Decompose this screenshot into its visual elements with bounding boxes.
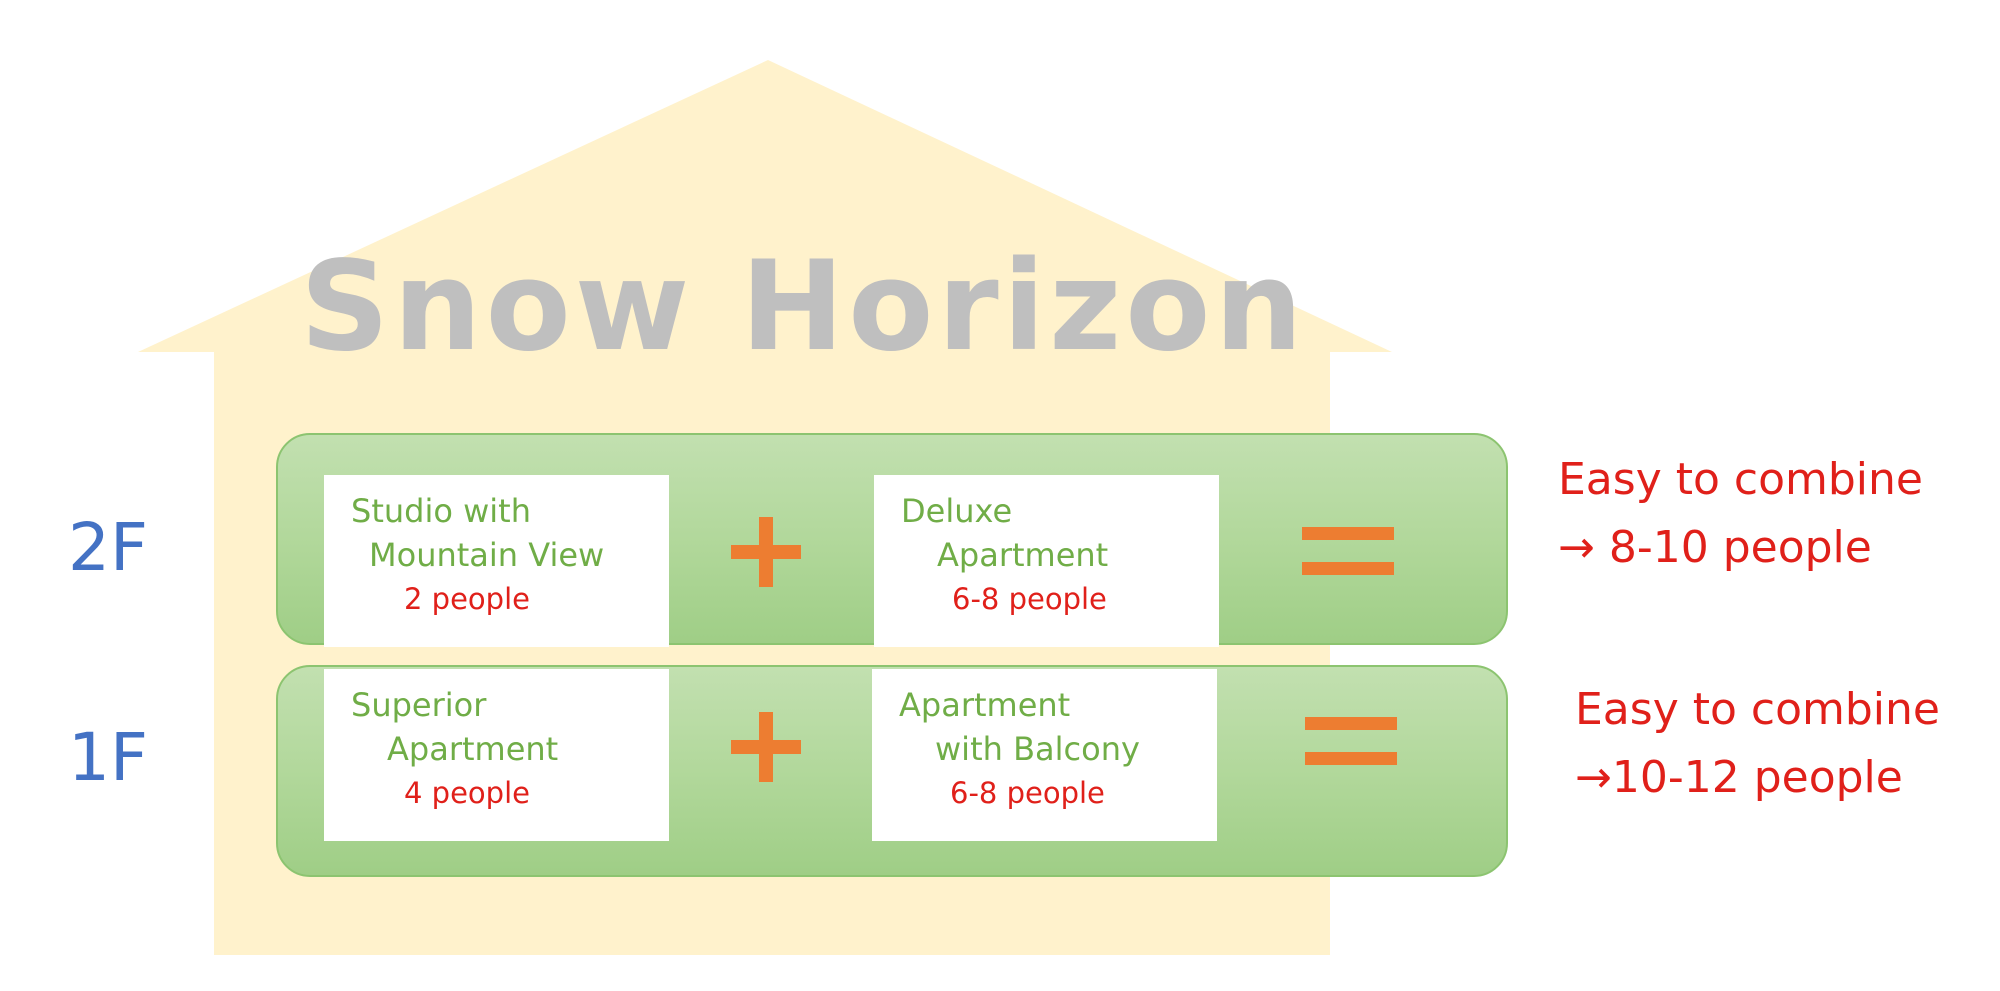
room-capacity: 6-8 people (952, 582, 1107, 616)
room-name-line-1: Deluxe (901, 492, 1013, 530)
equals-icon (1305, 717, 1397, 765)
plus-icon (731, 712, 801, 782)
room-name-line-2: Mountain View (369, 536, 605, 574)
room-card-superior-apartment: Superior Apartment 4 people (324, 669, 669, 841)
result-line-2: →10-12 people (1575, 752, 1903, 803)
room-card-deluxe-apartment: Deluxe Apartment 6-8 people (874, 475, 1219, 647)
plus-icon (731, 517, 801, 587)
room-name-line-1: Studio with (351, 492, 531, 530)
floor-label-1f: 1F (68, 719, 148, 796)
room-name-line-1: Superior (351, 686, 487, 724)
result-text-2f: Easy to combine → 8-10 people (1558, 446, 1923, 582)
result-line-1: Easy to combine (1558, 454, 1923, 505)
room-name: Studio with Mountain View (351, 489, 604, 577)
building-title: Snow Horizon (300, 235, 1307, 379)
floor-row-2f: Studio with Mountain View 2 people Delux… (276, 433, 1508, 647)
room-name: Apartment with Balcony (899, 683, 1140, 771)
room-card-apartment-with-balcony: Apartment with Balcony 6-8 people (872, 669, 1217, 841)
room-name-line-2: with Balcony (935, 730, 1140, 768)
floor-row-1f: Superior Apartment 4 people Apartment wi… (276, 665, 1508, 877)
room-card-studio-mountain-view: Studio with Mountain View 2 people (324, 475, 669, 647)
room-capacity: 6-8 people (950, 776, 1105, 810)
room-name-line-2: Apartment (387, 730, 559, 768)
room-name-line-2: Apartment (937, 536, 1109, 574)
room-name: Deluxe Apartment (901, 489, 1108, 577)
room-capacity: 2 people (404, 582, 530, 616)
room-capacity: 4 people (404, 776, 530, 810)
result-line-1: Easy to combine (1575, 684, 1940, 735)
result-text-1f: Easy to combine →10-12 people (1575, 676, 1940, 812)
floor-label-2f: 2F (68, 509, 148, 586)
result-line-2: → 8-10 people (1558, 522, 1872, 573)
room-name-line-1: Apartment (899, 686, 1071, 724)
room-name: Superior Apartment (351, 683, 558, 771)
equals-icon (1302, 527, 1394, 575)
